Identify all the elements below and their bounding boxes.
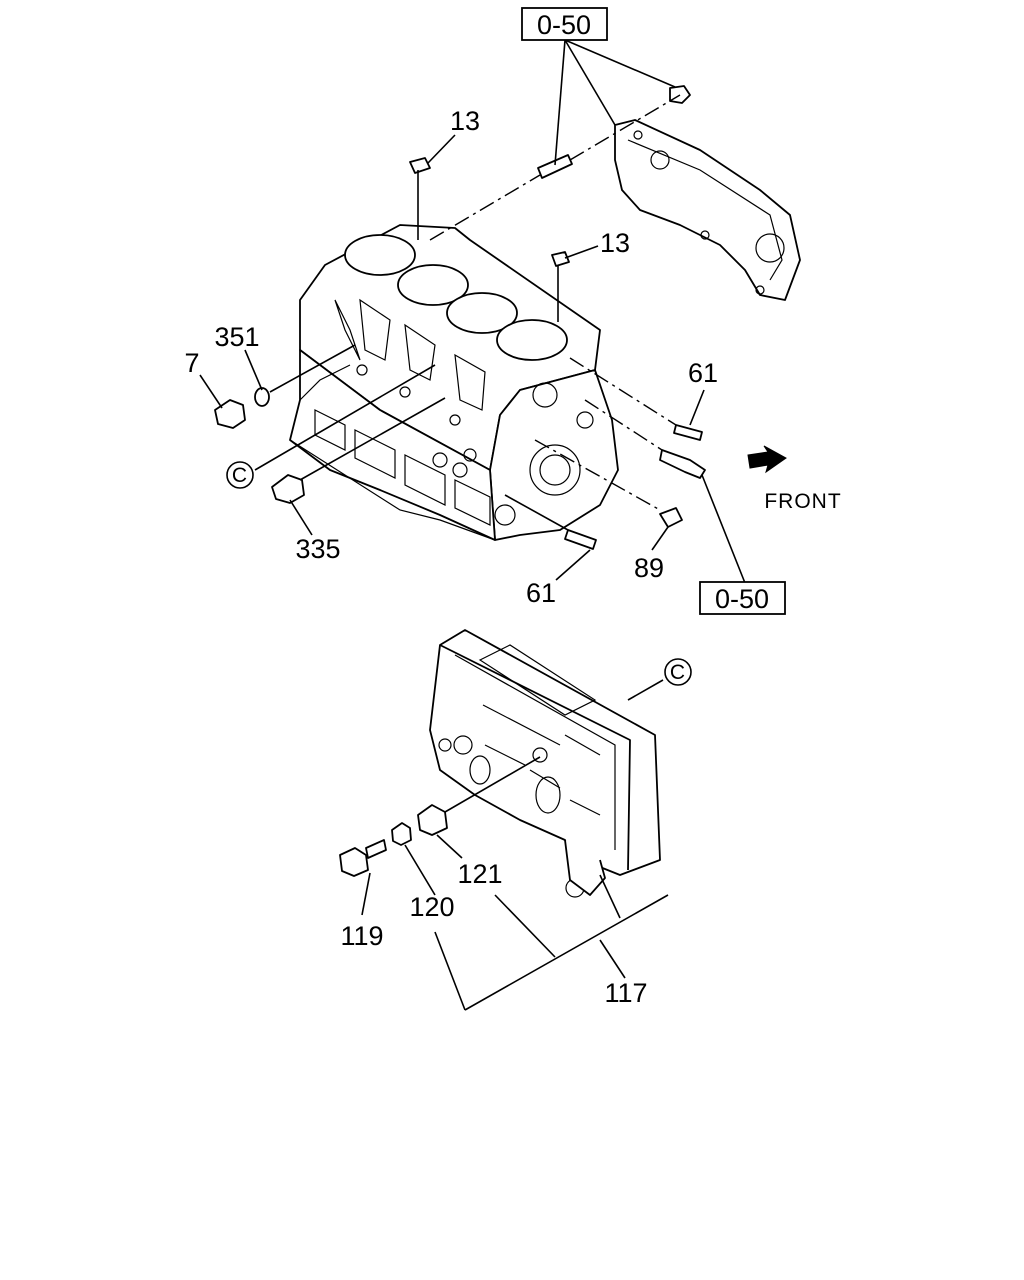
circled-c-label-bottom: C — [670, 661, 686, 684]
part-number-61a: 61 — [688, 358, 718, 388]
oil-cooler-cover — [429, 629, 661, 898]
ref-label-bottom: 0-50 — [715, 584, 769, 614]
dowel-pin-13a — [409, 157, 431, 174]
leader-lines — [199, 39, 746, 1011]
part-number-117: 117 — [604, 978, 647, 1008]
gear-case-plate — [614, 119, 801, 301]
plug-121 — [417, 804, 448, 836]
gasket-120 — [391, 822, 412, 846]
cylinder-block — [289, 224, 619, 541]
dowel-pin-13b — [551, 251, 570, 267]
ref-label-top: 0-50 — [537, 10, 591, 40]
part-number-351: 351 — [214, 322, 259, 352]
plug-7 — [214, 399, 246, 429]
part-number-13b: 13 — [600, 228, 630, 258]
part-number-121: 121 — [457, 859, 502, 889]
nut — [669, 85, 691, 104]
part-number-61b: 61 — [526, 578, 556, 608]
front-arrow-icon — [747, 445, 787, 474]
ref-box-top — [521, 7, 608, 41]
oil-fitting — [659, 449, 706, 479]
part-number-335: 335 — [295, 534, 340, 564]
bolt-119 — [339, 847, 369, 877]
part-number-89: 89 — [634, 553, 664, 583]
pin-61-upper — [673, 424, 703, 441]
sealing-washer-351 — [254, 387, 270, 407]
circled-c-label-top: C — [232, 464, 248, 487]
plug-335 — [271, 474, 305, 504]
stud — [537, 154, 573, 179]
front-label: FRONT — [764, 490, 841, 513]
bushing-89 — [659, 507, 683, 528]
ref-box-bottom — [699, 581, 786, 615]
circled-c-icon: C — [664, 658, 692, 686]
pin-61-lower — [564, 529, 597, 550]
part-number-120: 120 — [409, 892, 454, 922]
circled-c-icon: C — [226, 461, 254, 489]
part-number-13a: 13 — [450, 106, 480, 136]
part-number-7: 7 — [184, 348, 199, 378]
part-number-119: 119 — [340, 921, 383, 951]
